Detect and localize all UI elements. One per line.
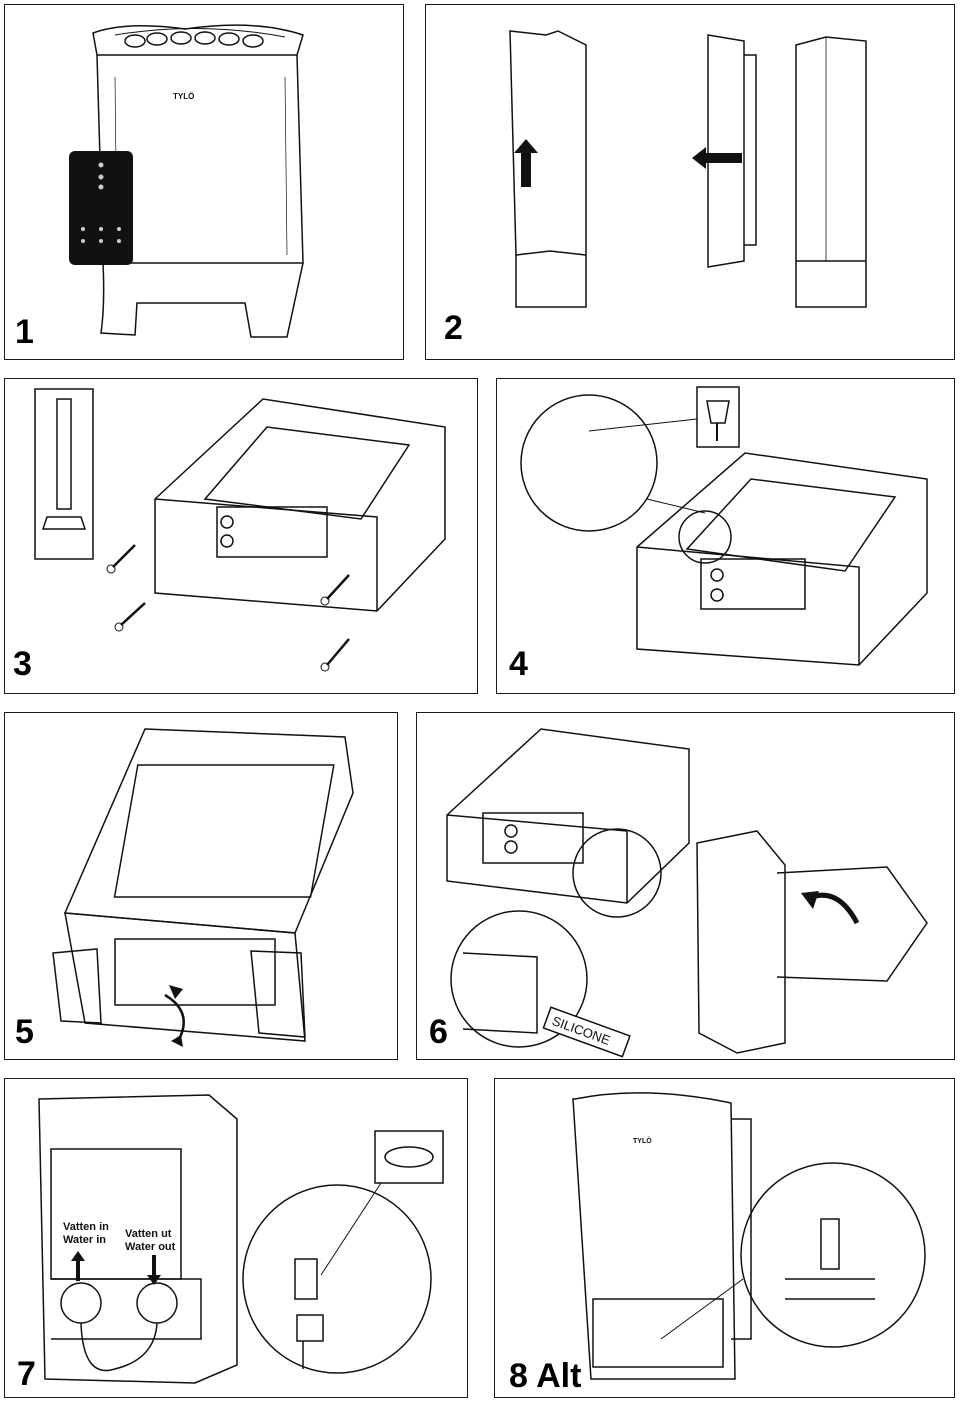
step-8-panel: TYLÖ 8 Alt [494, 1078, 955, 1398]
water-in-en-label: Water in [63, 1234, 106, 1246]
step-6-panel: SILICONE 6 [416, 712, 955, 1060]
step-number: 5 [15, 1013, 34, 1051]
brand-logo: TYLÖ [633, 1136, 652, 1145]
water-out-sv-label: Vatten ut [125, 1228, 172, 1240]
step-5-panel: 5 [4, 712, 398, 1060]
brand-logo: TYLÖ [173, 92, 194, 101]
step-7-panel: Vatten in Water in Vatten ut Water out 7 [4, 1078, 468, 1398]
step-5-illustration [52, 728, 354, 1047]
step-number: 2 [444, 309, 463, 347]
step-number: 7 [17, 1355, 36, 1393]
step-2-illustration [509, 30, 867, 308]
step-number: 3 [13, 645, 32, 683]
step-1-illustration: TYLÖ [69, 24, 304, 338]
step-1-panel: TYLÖ 1 [4, 4, 404, 360]
step-4-panel: 4 [496, 378, 955, 694]
step-number: 1 [15, 313, 34, 351]
step-number: 8 Alt [509, 1357, 582, 1395]
step-7-illustration: Vatten in Water in Vatten ut Water out [38, 1094, 444, 1384]
step-2-panel: 2 [425, 4, 955, 360]
water-out-en-label: Water out [125, 1241, 176, 1253]
step-8-illustration: TYLÖ [572, 1092, 926, 1380]
step-4-illustration [520, 386, 928, 666]
step-6-illustration: SILICONE [446, 728, 928, 1058]
step-3-panel: 3 [4, 378, 478, 694]
step-number: 4 [509, 645, 528, 683]
step-number: 6 [429, 1013, 448, 1051]
water-in-sv-label: Vatten in [63, 1221, 109, 1233]
step-3-illustration [34, 388, 446, 672]
